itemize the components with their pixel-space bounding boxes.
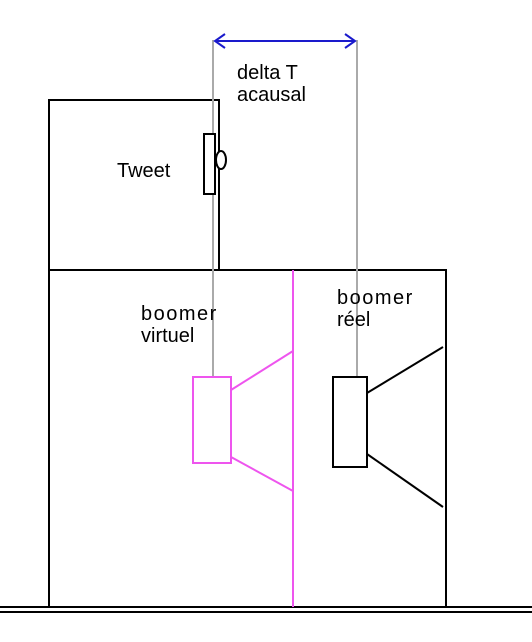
delta-t-arrow xyxy=(213,33,357,49)
acausal-label: acausal xyxy=(237,84,306,106)
real-boomer-label-line1: boomer xyxy=(337,287,414,309)
real-boomer-driver xyxy=(332,346,444,508)
tweet-label: Tweet xyxy=(117,160,171,182)
woofer-cabinet xyxy=(48,269,447,608)
virtual-boomer-label-line2: virtuel xyxy=(141,325,194,347)
tweeter-cabinet xyxy=(48,99,220,271)
virtual-boomer-driver xyxy=(192,350,294,492)
real-boomer-label-line2: réel xyxy=(337,309,370,331)
virtual-boomer-label-line1: boomer xyxy=(141,303,218,325)
delta-t-label: delta T xyxy=(237,62,298,84)
tweeter-driver xyxy=(203,133,227,195)
